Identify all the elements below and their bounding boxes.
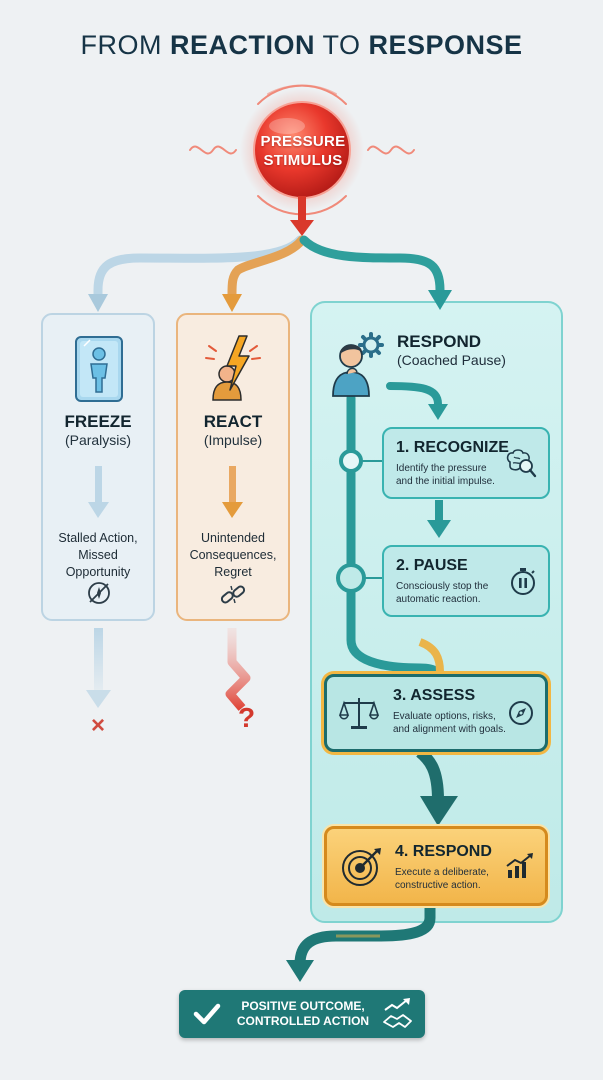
freeze-note: Stalled Action, Missed Opportunity (58, 531, 138, 579)
step-respond: 4. RESPOND Execute a deliberate, constru… (324, 826, 548, 906)
page-title: FROM REACTION TO RESPONSE (80, 30, 523, 60)
react-subtitle: (Impulse) (203, 432, 263, 448)
step-pause-desc: Consciously stop the automatic reaction. (396, 581, 489, 605)
react-end-mark: ? (238, 702, 256, 733)
pressure-waves (189, 84, 415, 216)
blocked-compass-icon (88, 582, 110, 604)
freeze-end-mark: × (90, 712, 105, 739)
step-respond-title: 4. RESPOND (395, 843, 492, 860)
freeze-subtitle: (Paralysis) (64, 432, 132, 448)
freeze-title: FREEZE (64, 412, 132, 431)
step-respond-desc: Execute a deliberate, constructive actio… (395, 867, 489, 891)
react-title: REACT (203, 412, 263, 431)
step-assess-title: 3. ASSESS (393, 687, 476, 704)
compass-icon (509, 701, 533, 725)
respond-title: RESPOND (397, 332, 482, 351)
step-recognize: 1. RECOGNIZE Identify the pressure and t… (382, 427, 550, 499)
step-assess-desc: Evaluate options, risks, and alignment w… (393, 711, 506, 735)
stopwatch-pause-icon (511, 568, 535, 595)
outcome-text: POSITIVE OUTCOME, CONTROLLED ACTION (236, 999, 370, 1028)
growth-chart-icon (506, 853, 533, 878)
broken-link-icon (220, 585, 246, 604)
stimulus-label: PRESSURE STIMULUS (260, 133, 346, 169)
target-arrow-icon (342, 848, 381, 886)
react-note: Unintended Consequences, Regret (189, 531, 277, 579)
balance-scale-icon (339, 698, 379, 729)
step-pause: 2. PAUSE Consciously stop the automatic … (382, 545, 550, 617)
outcome-box: POSITIVE OUTCOME, CONTROLLED ACTION (179, 990, 425, 1038)
step-recognize-desc: Identify the pressure and the initial im… (396, 463, 495, 487)
brain-magnifier-icon (506, 449, 537, 478)
frozen-person-icon (75, 336, 123, 402)
step-pause-title: 2. PAUSE (396, 557, 468, 574)
handshake-growth-icon (383, 998, 412, 1028)
checkmark-icon (193, 1003, 221, 1025)
step-assess: 3. ASSESS Evaluate options, risks, and a… (324, 674, 548, 752)
step-recognize-title: 1. RECOGNIZE (396, 439, 509, 456)
thinking-person-gear-icon (332, 332, 384, 397)
respond-subtitle: (Coached Pause) (397, 352, 506, 368)
lightning-person-icon (205, 335, 261, 401)
